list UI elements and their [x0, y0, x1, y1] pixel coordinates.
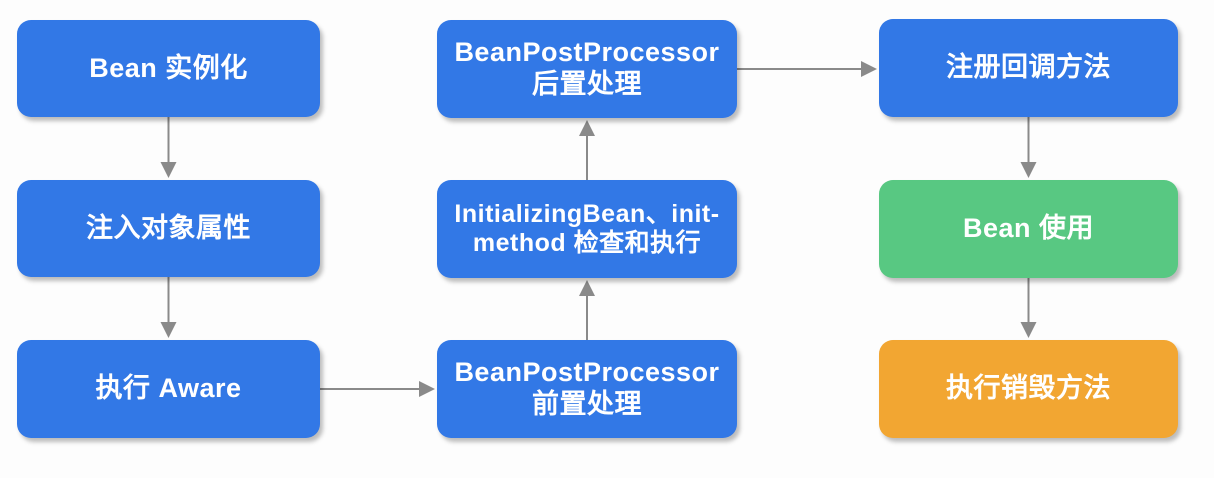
node-initializingbean-initmethod: InitializingBean、init- method 检查和执行	[437, 180, 737, 278]
node-label: InitializingBean、init-	[454, 199, 720, 228]
node-label: Bean 实例化	[89, 52, 248, 83]
node-beanpostprocessor-after: BeanPostProcessor 后置处理	[437, 20, 737, 118]
node-label: BeanPostProcessor	[454, 357, 720, 388]
node-label: 注入对象属性	[86, 212, 251, 243]
node-beanpostprocessor-before: BeanPostProcessor 前置处理	[437, 340, 737, 438]
node-execute-destroy: 执行销毁方法	[879, 340, 1178, 438]
node-label: 注册回调方法	[946, 52, 1111, 83]
node-label: Bean 使用	[962, 213, 1095, 244]
node-label: 执行 Aware	[95, 373, 242, 404]
node-label: method 检查和执行	[472, 229, 702, 257]
node-register-callbacks: 注册回调方法	[879, 19, 1178, 117]
node-bean-instantiation: Bean 实例化	[17, 20, 320, 117]
node-label: 执行销毁方法	[946, 373, 1111, 404]
node-label: 后置处理	[532, 69, 642, 99]
node-label: BeanPostProcessor	[454, 37, 720, 68]
node-execute-aware: 执行 Aware	[17, 340, 320, 438]
node-inject-properties: 注入对象属性	[17, 180, 320, 277]
node-bean-in-use: Bean 使用	[879, 180, 1178, 278]
node-label: 前置处理	[532, 389, 642, 419]
